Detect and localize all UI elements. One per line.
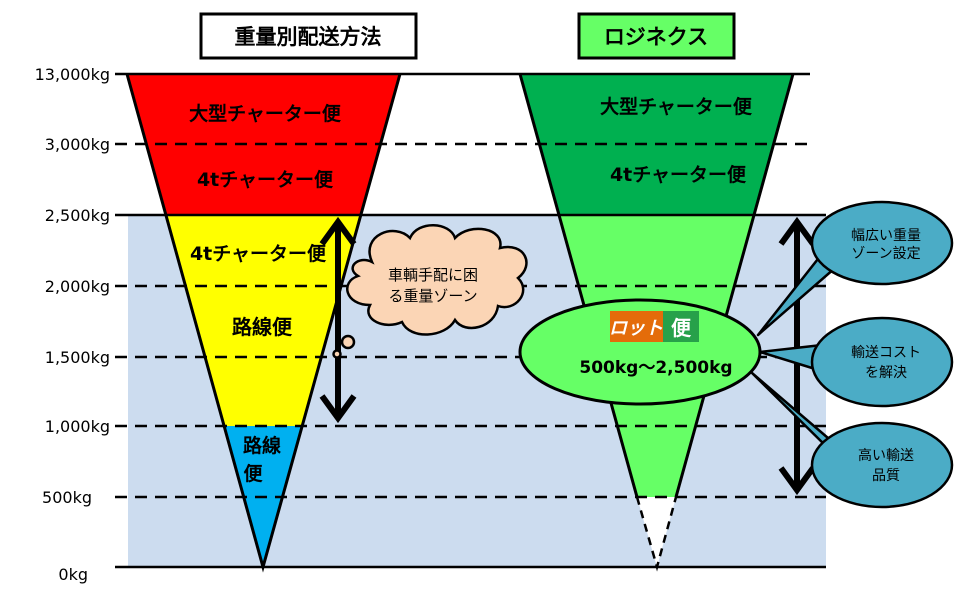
right-title-box [577,12,736,60]
weight-gridlines [115,72,826,569]
callout-quality [810,421,954,509]
left-route-label: 路線便 [232,315,293,339]
callout-text: 幅広い重量 [851,228,921,244]
callout-text: 高い輸送 [858,447,914,464]
y-label: 0kg [58,565,88,584]
left-range-arrow [319,216,357,424]
right-4t-charter-label: 4tチャーター便 [610,164,747,186]
callout-cost [810,316,954,408]
callout-text: を解決 [865,365,907,381]
lot-logo-green [663,311,699,342]
lot-logo-orange [610,311,663,342]
y-axis-labels: 13,000kg 3,000kg 2,500kg 2,000kg 1,500kg… [35,65,110,584]
lot-logo-text-a: ロット [609,318,663,339]
left-route-small-label-1: 路線 [243,434,281,457]
left-title: 重量別配送方法 [235,25,382,49]
y-label: 3,000kg [45,135,110,154]
right-large-charter-label: 大型チャーター便 [600,95,753,118]
callout-text: ゾーン設定 [851,246,920,262]
lot-logo-text-b: 便 [671,316,692,340]
lot-range: 500kg～2,500kg [579,358,732,378]
left-4t-charter-mid-label: 4tチャーター便 [190,243,327,265]
left-large-charter-label: 大型チャーター便 [189,102,342,125]
lot-ellipse [518,298,762,406]
y-label: 1,500kg [45,348,110,367]
y-label: 1,000kg [45,417,110,436]
left-4t-charter-top-label: 4tチャーター便 [197,169,334,191]
y-label: 2,000kg [45,277,110,296]
cloud-text-line1: 車輌手配に困 [388,266,478,284]
y-label: 500kg [42,488,92,507]
right-title: ロジネクス [604,25,708,49]
y-label: 13,000kg [35,65,110,84]
left-title-box [199,12,418,60]
callout-text: 品質 [872,468,900,484]
right-funnel-white [637,497,676,567]
cloud-text-line2: る重量ゾーン [388,287,477,305]
left-route-small-label-2: 便 [243,463,263,485]
y-label: 2,500kg [45,206,110,225]
callout-text: 輸送コスト [851,345,921,361]
thought-cloud [332,224,528,359]
left-funnel-yellow [166,215,361,426]
callout-wide-zone [810,200,954,286]
